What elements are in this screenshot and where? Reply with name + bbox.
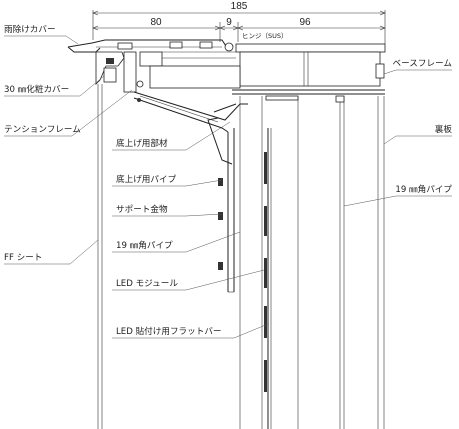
label-square-pipe-right: 19 ㎜角パイプ: [395, 183, 452, 195]
label-led-flat-bar: LED 貼付け用フラットバー: [116, 325, 222, 337]
dim-middle: 9: [226, 17, 232, 28]
tension-frame-shape: [123, 51, 241, 93]
label-support-bracket: サポート金物: [116, 203, 168, 215]
label-bottom-member: 底上げ用部材: [116, 137, 168, 149]
label-back-panel: 裏板: [435, 123, 453, 135]
dimension-lines: [92, 10, 386, 44]
dim-hinge-label: ヒンジ（SUS）: [242, 32, 288, 40]
label-base-frame: ベースフレーム: [393, 58, 453, 69]
vertical-members: [97, 84, 385, 429]
label-tension-frame: テンションフレーム: [4, 124, 81, 135]
rain-cover-shape: [67, 39, 234, 53]
led-modules: [264, 152, 267, 392]
dim-right: 96: [299, 17, 311, 28]
label-rain-cover: 雨除けカバー: [4, 23, 56, 35]
base-frame-shape: [232, 43, 386, 95]
label-bottom-pipe: 底上げ用パイプ: [116, 173, 177, 185]
decor-cover-shape: [95, 51, 125, 85]
support-assembly: [133, 91, 248, 293]
leader-lines: [4, 35, 452, 339]
label-ff-sheet: FF シート: [4, 253, 42, 263]
label-decor-cover: 30 ㎜化粧カバー: [4, 83, 69, 95]
label-led-module: LED モジュール: [116, 279, 178, 289]
dim-left: 80: [150, 17, 162, 28]
dim-overall: 185: [231, 1, 248, 12]
label-square-pipe-left: 19 ㎜角パイプ: [116, 239, 173, 251]
